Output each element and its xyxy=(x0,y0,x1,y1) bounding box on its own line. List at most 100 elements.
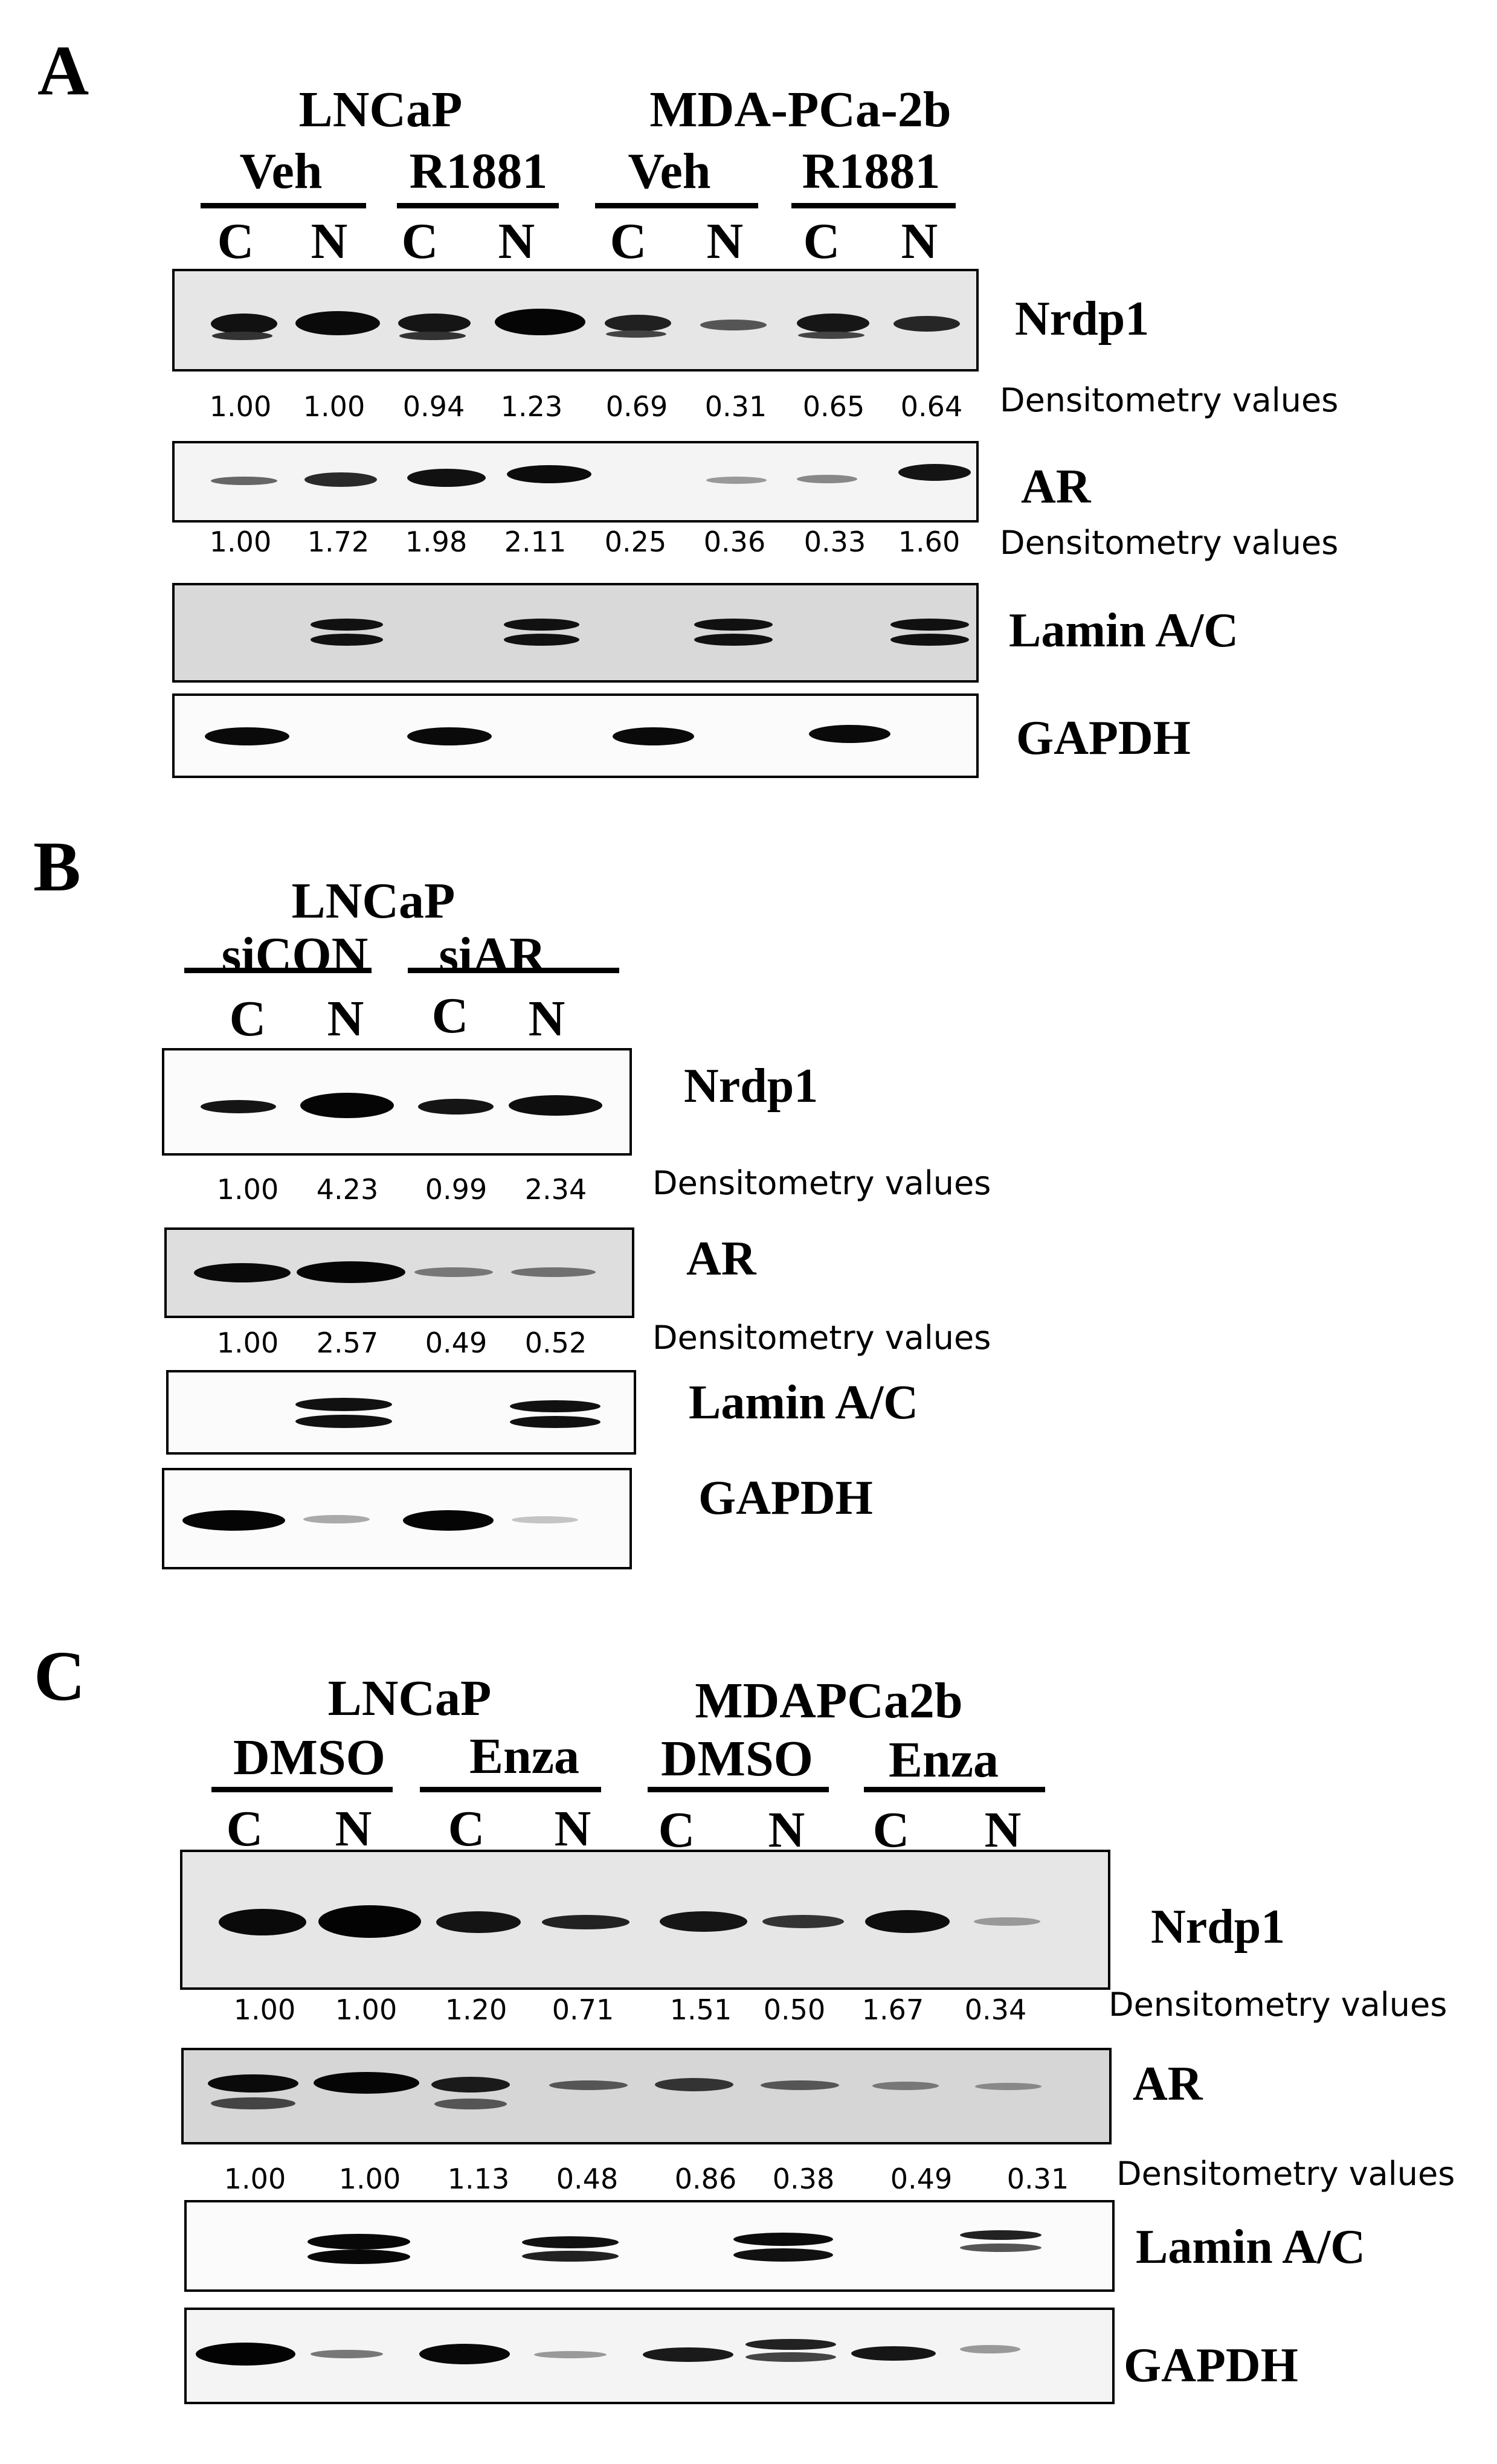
protein-label: Nrdp1 xyxy=(1015,292,1150,346)
blot-gapdh xyxy=(184,2308,1115,2404)
treatment-label: DMSO xyxy=(661,1731,813,1787)
band xyxy=(295,1398,392,1411)
lane-label: N xyxy=(706,213,744,269)
band xyxy=(201,1100,276,1113)
cell-line-label: MDA-PCa-2b xyxy=(649,82,951,138)
densitometry-value: 1.13 xyxy=(447,2163,510,2195)
band xyxy=(300,1093,394,1118)
lane-label: C xyxy=(226,1801,263,1857)
cell-line-label: LNCaP xyxy=(298,82,463,138)
treatment-label: Veh xyxy=(628,143,711,199)
band xyxy=(762,1915,844,1928)
band xyxy=(212,332,272,340)
band xyxy=(510,1416,600,1428)
densitometry-label: Densitometry values xyxy=(1000,524,1339,562)
band xyxy=(434,2099,507,2109)
band xyxy=(974,1917,1040,1926)
densitometry-value: 1.00 xyxy=(216,1173,279,1206)
treatment-underline xyxy=(211,1787,393,1792)
band xyxy=(606,330,666,338)
band xyxy=(431,2077,510,2092)
band xyxy=(307,2234,410,2250)
band xyxy=(745,2352,836,2362)
lane-label: C xyxy=(401,213,439,269)
band xyxy=(613,727,694,745)
blot-nrdp1 xyxy=(172,269,979,372)
treatment-label: DMSO xyxy=(233,1729,385,1786)
cell-line-label: MDAPCa2b xyxy=(695,1673,963,1729)
band xyxy=(436,1911,521,1933)
blot-nrdp1 xyxy=(180,1850,1110,1990)
band xyxy=(311,634,383,646)
band xyxy=(318,1905,421,1938)
lane-label: N xyxy=(311,213,348,269)
densitometry-value: 0.52 xyxy=(524,1327,587,1359)
densitometry-value: 1.23 xyxy=(500,390,563,423)
densitometry-value: 0.69 xyxy=(605,390,668,423)
treatment-label: R1881 xyxy=(802,143,941,199)
band xyxy=(643,2347,733,2362)
densitometry-label: Densitometry values xyxy=(652,1319,991,1357)
densitometry-value: 0.50 xyxy=(763,1993,826,2026)
band xyxy=(798,332,864,339)
treatment-label: Enza xyxy=(888,1732,999,1788)
band xyxy=(893,316,960,332)
densitometry-value: 1.00 xyxy=(303,390,365,423)
band xyxy=(194,1263,291,1282)
densitometry-value: 0.33 xyxy=(803,526,866,558)
band xyxy=(311,2350,383,2358)
band xyxy=(205,727,289,745)
band xyxy=(495,309,585,335)
band xyxy=(307,2250,410,2264)
band xyxy=(414,1267,493,1277)
treatment-label: siAR xyxy=(439,927,546,983)
densitometry-label: Densitometry values xyxy=(1000,381,1339,419)
blot-lamin xyxy=(184,2200,1115,2292)
lane-label: N xyxy=(768,1802,805,1858)
band xyxy=(890,634,969,646)
protein-label: Nrdp1 xyxy=(684,1060,819,1113)
band xyxy=(182,1510,285,1531)
band xyxy=(542,1915,629,1929)
band xyxy=(745,2339,836,2350)
densitometry-value: 0.34 xyxy=(964,1993,1027,2026)
densitometry-value: 0.71 xyxy=(552,1993,614,2026)
protein-label: AR xyxy=(1021,460,1091,513)
band xyxy=(890,619,969,631)
blot-ar xyxy=(164,1227,634,1318)
protein-label: GAPDH xyxy=(698,1472,873,1525)
treatment-underline xyxy=(791,203,956,208)
densitometry-value: 2.34 xyxy=(524,1173,587,1206)
band xyxy=(211,477,277,485)
densitometry-value: 0.65 xyxy=(802,390,865,423)
densitometry-value: 1.51 xyxy=(669,1993,732,2026)
densitometry-value: 1.00 xyxy=(209,526,272,558)
lane-label: C xyxy=(229,991,266,1047)
protein-label: Nrdp1 xyxy=(1151,1900,1286,1954)
panel-letter-a: A xyxy=(37,31,89,110)
band xyxy=(208,2074,298,2092)
densitometry-value: 1.00 xyxy=(233,1993,296,2026)
densitometry-value: 0.49 xyxy=(425,1327,488,1359)
densitometry-label: Densitometry values xyxy=(652,1164,991,1202)
band xyxy=(504,634,579,646)
treatment-underline xyxy=(595,203,758,208)
band xyxy=(797,314,869,333)
protein-label: GAPDH xyxy=(1124,2339,1298,2392)
lane-label: C xyxy=(658,1802,695,1858)
protein-label: Lamin A/C xyxy=(1009,604,1239,657)
band xyxy=(314,2072,419,2094)
densitometry-value: 1.00 xyxy=(338,2163,401,2195)
densitometry-value: 1.00 xyxy=(216,1327,279,1359)
lane-label: C xyxy=(610,213,647,269)
densitometry-label: Densitometry values xyxy=(1116,2155,1455,2193)
band xyxy=(960,2345,1020,2353)
band xyxy=(960,2244,1041,2252)
densitometry-value: 1.60 xyxy=(898,526,961,558)
blot-lamin xyxy=(166,1370,636,1455)
band xyxy=(504,619,579,631)
densitometry-value: 0.31 xyxy=(704,390,767,423)
band xyxy=(403,1510,494,1531)
band xyxy=(510,1400,600,1412)
densitometry-value: 4.23 xyxy=(316,1173,379,1206)
